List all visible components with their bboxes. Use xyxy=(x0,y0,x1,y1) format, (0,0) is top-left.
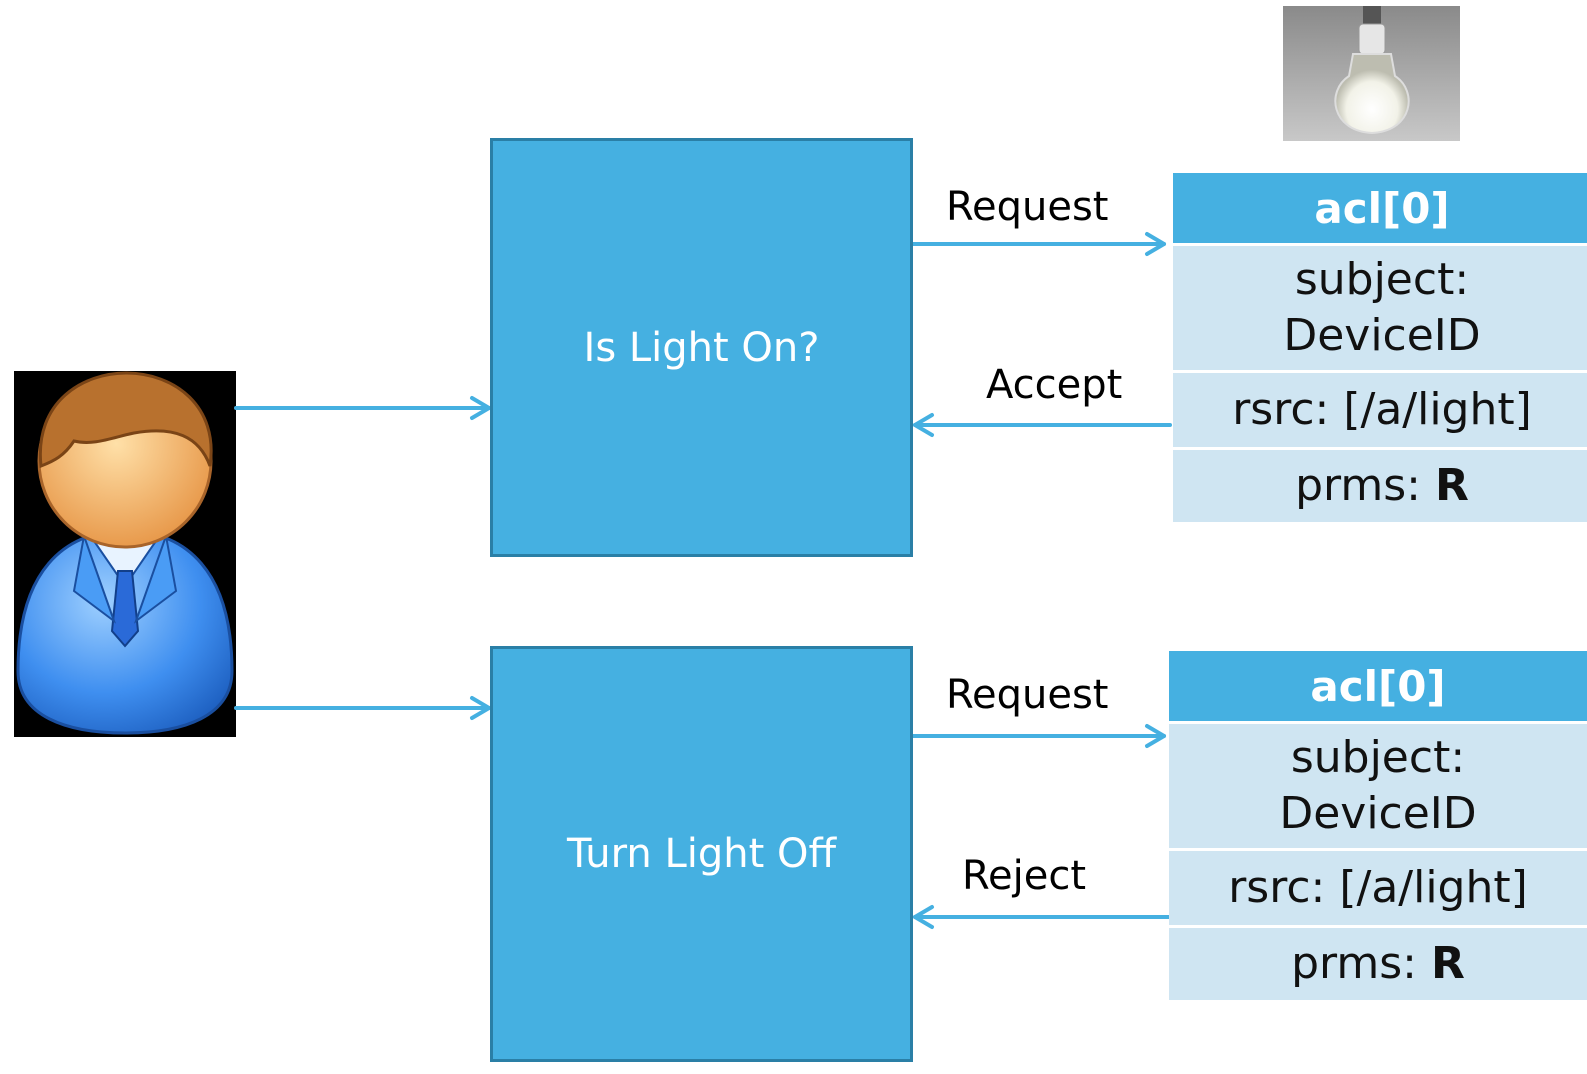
acl-table-top: acl[0] subject: DeviceID rsrc: [/a/light… xyxy=(1173,173,1587,522)
acl-rsrc-row: rsrc: [/a/light] xyxy=(1169,851,1587,928)
acl-prms-value: R xyxy=(1434,460,1469,511)
acl-prms-row: prms: R xyxy=(1169,928,1587,1000)
query-action-box: Is Light On? xyxy=(490,138,913,557)
user-avatar-icon xyxy=(14,371,236,737)
bottom-reject-label: Reject xyxy=(962,853,1087,899)
acl-subject-key: subject: xyxy=(1294,254,1470,305)
acl-subject-row: subject: DeviceID xyxy=(1169,724,1587,851)
acl-prms-line: prms: R xyxy=(1291,936,1465,992)
acl-rsrc-text: rsrc: [/a/light] xyxy=(1232,384,1532,435)
acl-prms-line: prms: R xyxy=(1295,458,1469,514)
acl-header: acl[0] xyxy=(1169,651,1587,724)
acl-header: acl[0] xyxy=(1173,173,1587,246)
command-action-box: Turn Light Off xyxy=(490,646,913,1062)
acl-prms-key: prms: xyxy=(1291,938,1417,989)
acl-prms-row: prms: R xyxy=(1173,450,1587,522)
acl-prms-key: prms: xyxy=(1295,460,1421,511)
acl-subject-row: subject: DeviceID xyxy=(1173,246,1587,373)
acl-subject-key: subject: xyxy=(1290,732,1466,783)
light-bulb-icon xyxy=(1283,6,1460,141)
acl-subject-value: DeviceID xyxy=(1283,310,1481,361)
acl-rsrc-row: rsrc: [/a/light] xyxy=(1173,373,1587,450)
top-accept-label: Accept xyxy=(986,362,1123,408)
query-action-label: Is Light On? xyxy=(583,324,820,371)
acl-rsrc-text: rsrc: [/a/light] xyxy=(1228,862,1528,913)
bottom-request-label: Request xyxy=(946,672,1109,718)
acl-prms-value: R xyxy=(1430,938,1465,989)
acl-table-bottom: acl[0] subject: DeviceID rsrc: [/a/light… xyxy=(1169,651,1587,1000)
acl-subject-value: DeviceID xyxy=(1279,788,1477,839)
command-action-label: Turn Light Off xyxy=(566,831,837,877)
top-request-label: Request xyxy=(946,184,1109,230)
